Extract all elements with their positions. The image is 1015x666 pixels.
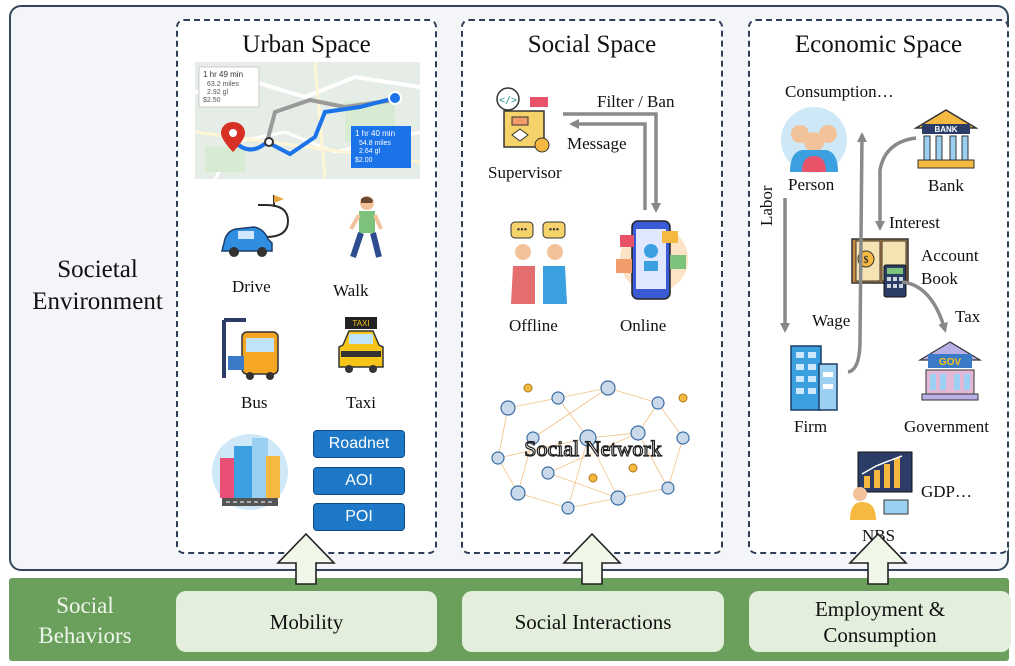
svg-text:$: $ [864,255,869,266]
employment-up-arrow [848,532,908,585]
person-group-icon [781,107,847,173]
economic-space-title: Economic Space [794,31,963,58]
environment-label-line1: Societal [57,256,138,283]
drive-label: Drive [232,277,271,296]
taxi-label: Taxi [346,393,376,412]
walk-label: Walk [333,281,369,300]
behaviors-label: Social Behaviors [30,591,140,651]
social-space-title: Social Space [527,31,657,58]
mobility-label: Mobility [269,609,344,634]
firm-label: Firm [794,417,828,436]
route-map: 1 hr 49 min 63.2 miles 2.92 gl $2.50 1 h… [194,61,421,180]
environment-label: Societal Environment [20,254,175,318]
social-interactions-box: Social Interactions [462,591,724,652]
behaviors-label-line2: Behaviors [38,623,132,648]
aoi-button[interactable]: AOI [313,467,405,495]
map-route1-distance: 63.2 miles [207,81,239,88]
account-book-label-line1: Account [921,246,979,265]
bus-icon [222,318,279,380]
behaviors-label-line1: Social [56,593,114,618]
message-label: Message [567,134,627,153]
employment-label-line2: Consumption [823,622,937,647]
social-network-graph: Social Network [491,380,690,515]
map-route2-distance: 54.8 miles [359,140,391,147]
gov-sign-text: GOV [939,357,962,368]
supervisor-flowchart-icon: </> [496,87,550,153]
bank-label: Bank [928,176,964,195]
government-label: Government [904,417,989,436]
map-route2-cost: $2.00 [355,157,373,164]
offline-conversation-icon: ••• ••• [510,221,567,304]
map-route1-cost: $2.50 [203,97,221,104]
walking-person-icon [349,196,383,258]
taxi-icon: TAXI [338,317,384,373]
employment-label-line1: Employment & [814,596,946,621]
svg-text:</>: </> [499,95,517,106]
mobility-box: Mobility [176,591,437,652]
filter-ban-label: Filter / Ban [597,92,675,111]
social-network-label: Social Network [524,436,661,461]
mobility-up-arrow [276,532,336,585]
bus-label: Bus [241,393,268,412]
bank-sign-text: BANK [934,125,957,134]
offline-label: Offline [509,316,558,335]
person-label: Person [788,175,835,194]
car-icon [221,195,290,257]
environment-label-line2: Environment [32,288,163,315]
svg-text:•••: ••• [517,225,528,236]
online-label: Online [620,316,667,335]
gdp-label: GDP… [921,482,973,501]
firm-building-icon [790,345,838,411]
urban-space-title: Urban Space [242,31,371,58]
city-icon [212,434,288,510]
interest-label: Interest [889,213,940,232]
supervisor-label: Supervisor [488,163,562,182]
nbs-analyst-icon [850,451,913,520]
map-route2-time: 1 hr 40 min [355,129,395,138]
map-route1-time: 1 hr 49 min [203,70,243,79]
poi-button[interactable]: POI [313,503,405,531]
social-up-arrow [562,532,622,585]
online-smartphone-icon [616,220,688,300]
map-route2-fuel: 2.64 gl [359,148,380,155]
employment-consumption-box: Employment & Consumption [749,591,1011,652]
bank-icon: BANK [913,109,979,169]
social-interactions-label: Social Interactions [514,609,672,634]
tax-label: Tax [955,307,981,326]
roadnet-button[interactable]: Roadnet [313,430,405,458]
account-book-label-line2: Book [921,269,958,288]
consumption-label: Consumption… [785,82,894,101]
svg-text:•••: ••• [549,225,560,236]
wage-label: Wage [812,311,851,330]
taxi-sign-text: TAXI [352,319,369,328]
government-building-icon: GOV [917,341,983,401]
map-route1-fuel: 2.92 gl [207,89,228,96]
